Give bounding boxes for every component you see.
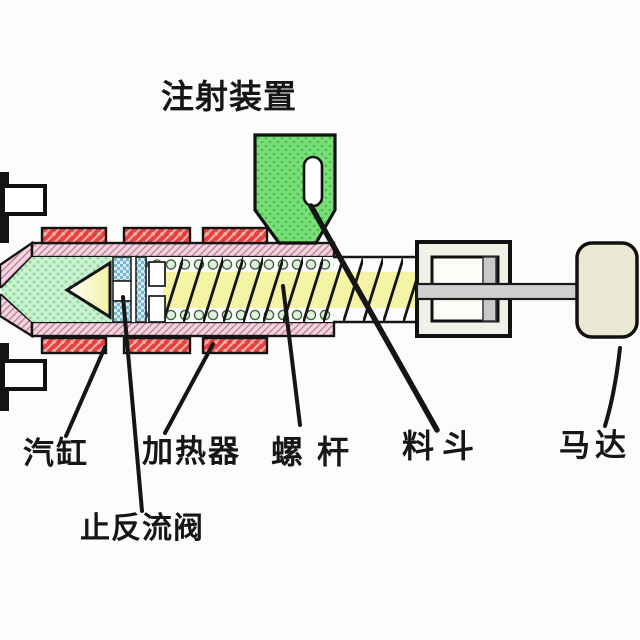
leader-line-cylinder — [64, 345, 107, 438]
heater-bands — [40, 226, 269, 355]
platen-bolt-top — [1, 184, 47, 216]
heater-band — [40, 336, 108, 355]
heater-band — [201, 336, 269, 355]
barrel-wall-top — [30, 241, 336, 259]
heater-band — [122, 226, 192, 245]
leader-line-heater — [163, 342, 215, 435]
clamp-platen — [0, 172, 47, 411]
platen-bolt-bottom — [1, 359, 47, 391]
hopper-slot — [302, 155, 324, 208]
drive-shaft — [415, 282, 580, 301]
leader-line-check-valve — [121, 295, 144, 513]
melt-material — [2, 257, 114, 322]
heater-band — [201, 226, 269, 245]
label-hopper: 料斗 — [402, 428, 483, 464]
screw — [64, 255, 417, 324]
leader-line-hopper — [308, 203, 440, 433]
label-screw: 螺杆 — [271, 434, 364, 470]
label-cylinder: 汽缸 — [23, 436, 89, 471]
valve-body-upper — [148, 261, 166, 287]
motor-body — [575, 241, 639, 339]
leader-line-screw — [281, 284, 302, 427]
label-heater: 加热器 — [142, 434, 241, 469]
check-ring-upper — [112, 256, 132, 282]
check-ring-seat — [135, 256, 147, 323]
leader-line-motor — [603, 346, 622, 428]
label-check-valve: 止反流阀 — [80, 512, 204, 545]
diagram-title: 注射装置 — [161, 78, 297, 115]
screw-flights — [163, 257, 417, 322]
heater-band — [122, 336, 192, 355]
screw-tip — [64, 260, 112, 320]
drive-unit — [415, 240, 639, 339]
leader-lines — [64, 203, 622, 513]
label-motor: 马达 — [559, 428, 631, 463]
heater-band — [40, 226, 108, 245]
valve-body-lower — [148, 295, 166, 323]
